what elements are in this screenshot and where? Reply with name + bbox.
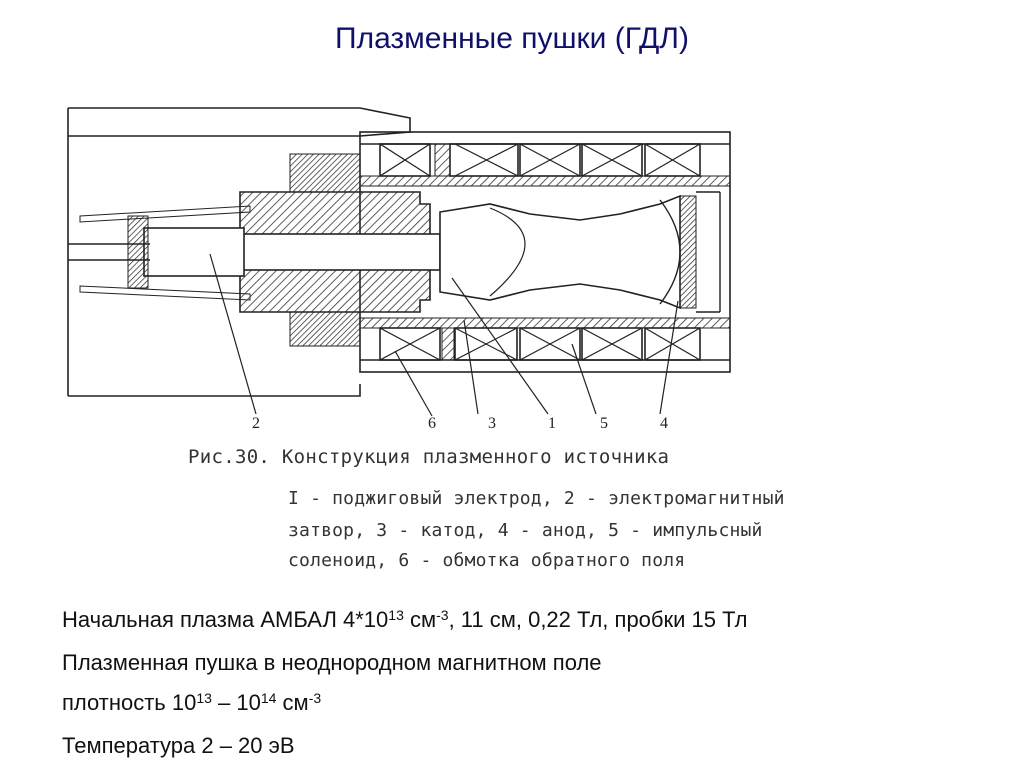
label-part-4: 4 (660, 415, 668, 432)
plasma-gun-line: Плазменная пушка в неоднородном магнитно… (62, 650, 602, 675)
label-part-5: 5 (600, 415, 608, 432)
figure-caption-title: Рис.30. Конструкция плазменного источник… (188, 446, 670, 468)
label-part-2: 2 (252, 415, 260, 432)
initial-plasma-line: Начальная плазма АМБАЛ 4*1013 см-3, 11 с… (62, 607, 748, 632)
figure-caption-line: I - поджиговый электрод, 2 - электромагн… (288, 488, 785, 509)
temperature-line: Температура 2 – 20 эВ (62, 733, 295, 758)
label-part-1: 1 (548, 415, 556, 432)
density-line: плотность 1013 – 1014 см-3 (62, 690, 322, 715)
figure-caption-line: соленоид, 6 - обмотка обратного поля (288, 550, 686, 571)
plasma-source-drawing: 2 6 3 1 5 4 (67, 107, 731, 432)
label-part-6: 6 (428, 415, 436, 432)
slide-title: Плазменные пушки (ГДЛ) (335, 22, 689, 55)
figure-caption-line: затвор, 3 - катод, 4 - анод, 5 - импульс… (288, 520, 763, 541)
label-part-3: 3 (488, 415, 496, 432)
